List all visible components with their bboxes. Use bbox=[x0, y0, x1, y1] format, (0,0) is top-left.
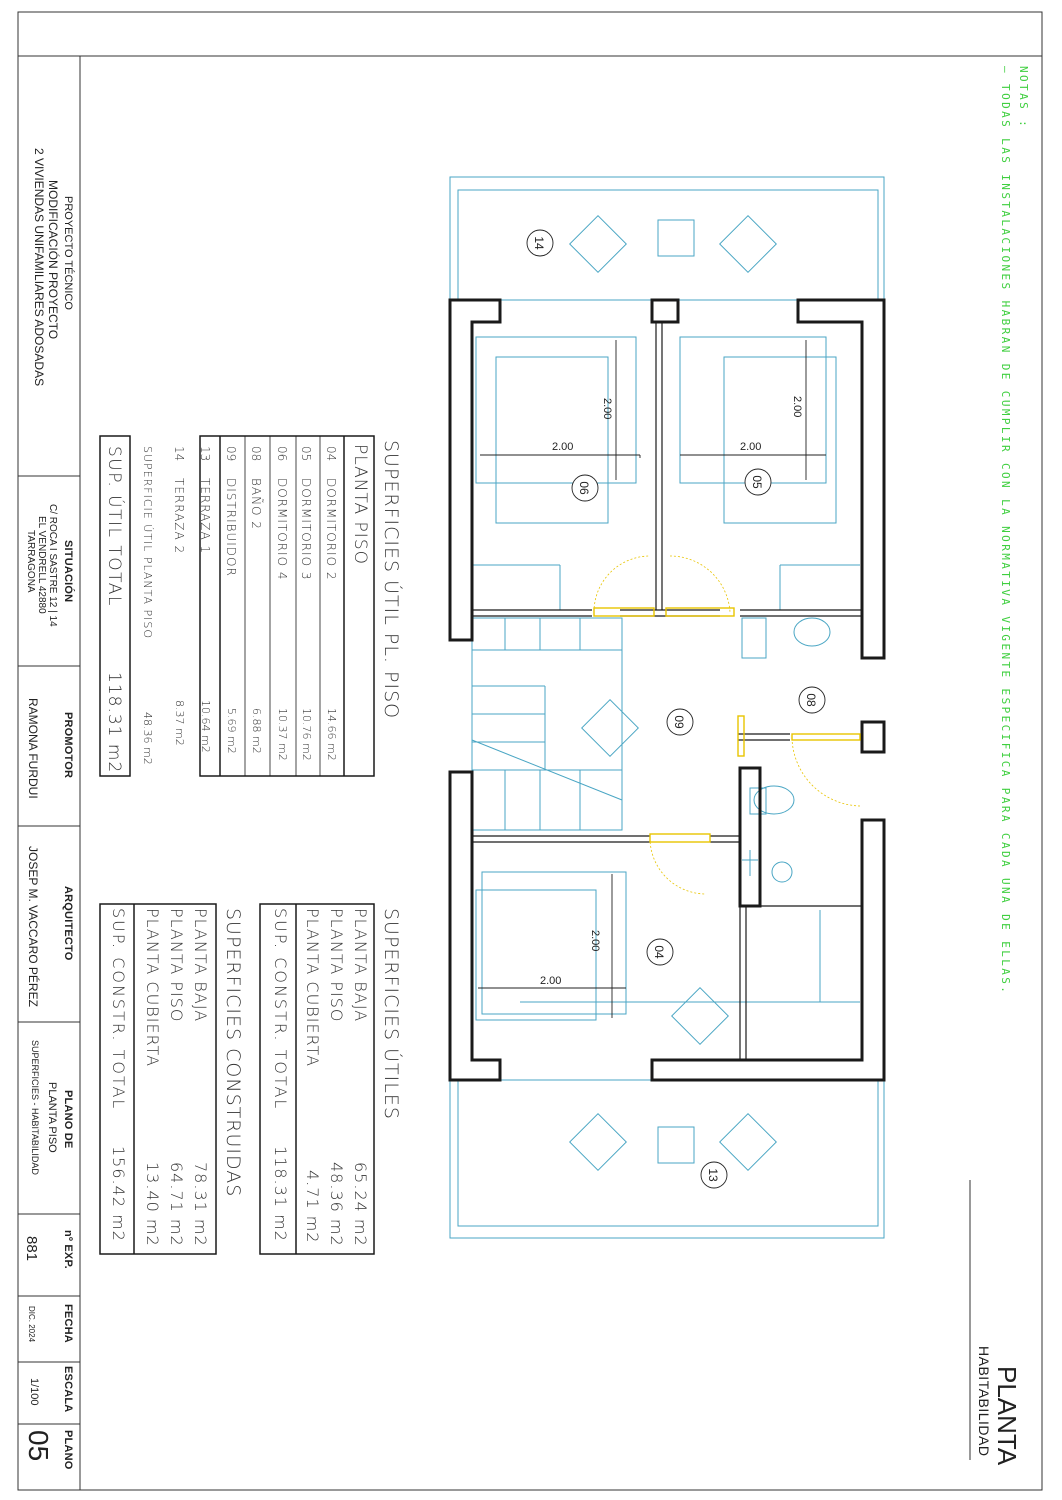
row-area: 14.66 m2 bbox=[325, 708, 338, 761]
utiles-total-label: SUP. CONSTR. TOTAL bbox=[271, 908, 290, 1111]
util-total-label: SUP. ÚTIL TOTAL bbox=[104, 446, 124, 607]
room-tag-04: 04 bbox=[652, 945, 666, 959]
arquitecto-label: ARQUITECTO bbox=[62, 886, 74, 961]
utiles-row-area: 65.24 m2 bbox=[351, 1162, 370, 1247]
arquitecto-value: JOSEP M. VACCARO PÉREZ bbox=[26, 846, 40, 1007]
row-area: 10.76 m2 bbox=[300, 708, 313, 761]
construidas-row-area: 78.31 m2 bbox=[191, 1162, 210, 1247]
table-construidas-title: SUPERFICIES CONSTRUIDAS bbox=[222, 908, 244, 1198]
dim-label: 2.00 bbox=[791, 396, 803, 417]
construidas-row-name: PLANTA BAJA bbox=[191, 908, 210, 1023]
construidas-row-area: 64.71 m2 bbox=[167, 1162, 186, 1247]
row-code: 08 bbox=[249, 446, 263, 462]
proyecto-line3: 2 VIVIENDAS UNIFAMILIARES ADOSADAS bbox=[32, 148, 46, 387]
row-area: 10.37 m2 bbox=[276, 708, 289, 761]
plano-de-line2: SUPERFICIES - HABITABILIDAD bbox=[30, 1040, 40, 1175]
plano-value: 05 bbox=[23, 1430, 54, 1462]
utiles-row-name: PLANTA CUBIERTA bbox=[303, 908, 322, 1068]
row-area: 5.69 m2 bbox=[225, 708, 238, 754]
room-tag-05: 05 bbox=[750, 475, 764, 489]
sheet-subtitle: HABITABILIDAD bbox=[976, 1346, 992, 1457]
dim-label: 2.00 bbox=[552, 441, 573, 453]
utiles-row-area: 4.71 m2 bbox=[303, 1170, 322, 1244]
table-util-piso-title: SUPERFICIES ÚTIL PL. PISO bbox=[380, 440, 402, 720]
row-name: DORMITORIO 2 bbox=[324, 478, 338, 581]
room-tag-13: 13 bbox=[706, 1168, 720, 1182]
situacion-label: SITUACIÓN bbox=[62, 540, 74, 603]
row-code: 04 bbox=[324, 446, 338, 462]
dim-label: 2.00 bbox=[601, 398, 613, 419]
dim-label: 2.00 bbox=[740, 441, 761, 453]
utiles-row-area: 48.36 m2 bbox=[327, 1162, 346, 1247]
dim-label: 2.00 bbox=[540, 975, 561, 987]
utiles-total-value: 118.31 m2 bbox=[271, 1146, 290, 1242]
terrace-area: 8.37 m2 bbox=[173, 700, 186, 746]
notes-line: – TODAS LAS INSTALACIONES HABRAN DE CUMP… bbox=[999, 66, 1012, 996]
terrace-name: TERRAZA 2 bbox=[172, 478, 186, 555]
fecha-value: DIC. 2024 bbox=[27, 1306, 36, 1343]
construidas-row-area: 13.40 m2 bbox=[143, 1162, 162, 1247]
row-area: 6.88 m2 bbox=[250, 708, 263, 754]
construidas-total-value: 156.42 m2 bbox=[109, 1146, 128, 1242]
room-tag-08: 08 bbox=[804, 693, 818, 707]
sheet-title: PLANTA bbox=[992, 1366, 1022, 1466]
construidas-row-name: PLANTA CUBIERTA bbox=[143, 908, 162, 1068]
terrace-code: 13 bbox=[198, 446, 212, 462]
util-total-value: 118.31 m2 bbox=[104, 672, 124, 774]
plano-de-line1: PLANTA PISO bbox=[46, 1082, 58, 1153]
nexp-value: 881 bbox=[23, 1236, 40, 1262]
row-name: BAÑO 2 bbox=[249, 478, 263, 530]
escala-label: ESCALA bbox=[62, 1366, 74, 1413]
utiles-row-name: PLANTA BAJA bbox=[351, 908, 370, 1023]
room-tag-09: 09 bbox=[672, 715, 686, 729]
room-tag-14: 14 bbox=[532, 236, 546, 250]
situacion-line1: C/ ROCA I SASTRE 12 | 14 bbox=[47, 504, 58, 627]
row-name: DORMITORIO 4 bbox=[275, 478, 289, 581]
terrace-area: 10.64 m2 bbox=[199, 700, 212, 753]
table-utiles-title: SUPERFICIES ÚTILES bbox=[380, 908, 402, 1120]
row-code: 09 bbox=[224, 446, 238, 462]
table-util-piso-subtitle: PLANTA PISO bbox=[350, 444, 370, 565]
promotor-value: RAMONA FURDUI bbox=[26, 698, 40, 799]
escala-value: 1/100 bbox=[28, 1378, 40, 1406]
subtotal-value: 48.36 m2 bbox=[141, 712, 154, 765]
situacion-line3: TARRAGONA bbox=[25, 530, 36, 593]
row-code: 05 bbox=[299, 446, 313, 462]
construidas-total-label: SUP. CONSTR. TOTAL bbox=[109, 908, 128, 1111]
fecha-label: FECHA bbox=[62, 1304, 74, 1343]
row-name: DISTRIBUIDOR bbox=[224, 478, 238, 577]
row-name: DORMITORIO 3 bbox=[299, 478, 313, 581]
proyecto-label: PROYECTO TÉCNICO bbox=[62, 196, 74, 310]
utiles-row-name: PLANTA PISO bbox=[327, 908, 346, 1023]
construidas-row-name: PLANTA PISO bbox=[167, 908, 186, 1023]
terrace-code: 14 bbox=[172, 446, 186, 462]
plano-label: PLANO bbox=[62, 1430, 74, 1470]
nexp-label: nº EXP. bbox=[62, 1230, 74, 1269]
plano-de-label: PLANO DE bbox=[62, 1090, 74, 1149]
notes-heading: NOTAS : bbox=[1017, 66, 1030, 130]
situacion-line2: EL VENDRELL 42880 bbox=[36, 516, 47, 614]
proyecto-line2: MODIFICACIÓN PROYECTO bbox=[46, 180, 60, 340]
row-code: 06 bbox=[275, 446, 289, 462]
room-tag-06: 06 bbox=[577, 481, 591, 495]
terrace-name: TERRAZA 1 bbox=[198, 478, 212, 555]
promotor-label: PROMOTOR bbox=[62, 712, 74, 779]
dim-label: 2.00 bbox=[589, 930, 601, 951]
subtotal-label: SUPERFICIE ÚTIL PLANTA PISO bbox=[141, 446, 154, 640]
